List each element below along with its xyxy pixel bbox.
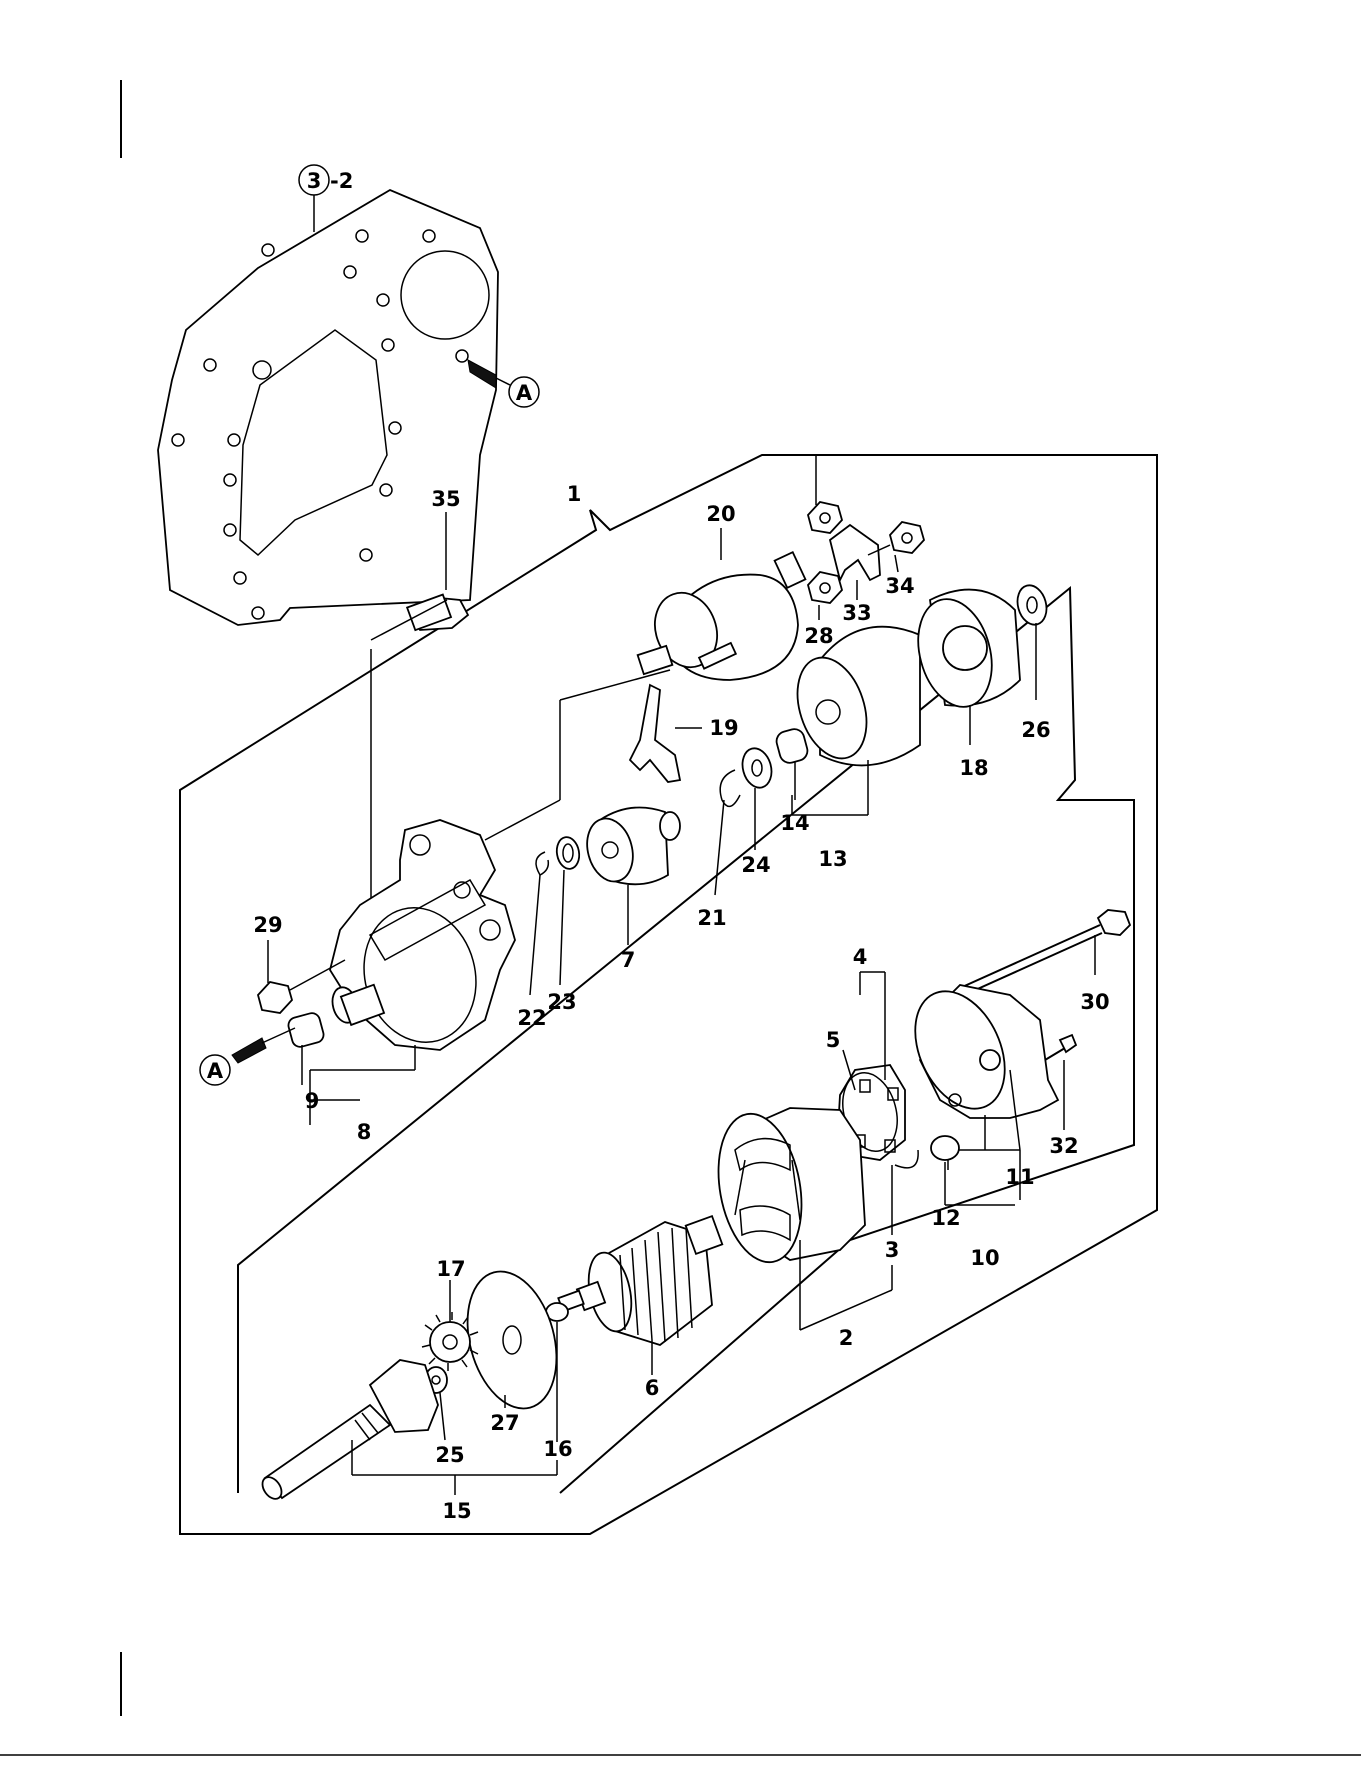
callout-19: 19 — [709, 716, 738, 740]
nut-34 — [890, 522, 924, 553]
bearing-18 — [907, 590, 1020, 716]
ring-22 — [536, 852, 548, 875]
solenoid-20 — [638, 552, 806, 680]
callout-5: 5 — [826, 1028, 841, 1052]
grommet-12 — [931, 1136, 959, 1160]
connector-label: A — [207, 1059, 224, 1083]
callout-6: 6 — [645, 1376, 660, 1400]
yoke-2 — [708, 1107, 865, 1269]
lever-19 — [630, 685, 680, 782]
connector-arrow-lower — [232, 1038, 266, 1063]
nut-29 — [258, 982, 292, 1013]
callout-3: 3 — [885, 1238, 900, 1262]
callout-30: 30 — [1080, 990, 1109, 1014]
callout-35: 35 — [431, 487, 460, 511]
callout-1: 1 — [567, 482, 582, 506]
shaft-15 — [259, 1360, 438, 1502]
connector-a-upper: A — [496, 377, 539, 407]
ref-circle-suffix: -2 — [330, 169, 353, 193]
callout-7: 7 — [621, 948, 636, 972]
callout-24: 24 — [741, 853, 770, 877]
plate-27 — [453, 1262, 570, 1419]
callout-9: 9 — [305, 1089, 320, 1113]
callout-32: 32 — [1049, 1134, 1078, 1158]
callout-23: 23 — [547, 990, 576, 1014]
callout-16: 16 — [543, 1437, 572, 1461]
callout-25: 25 — [435, 1443, 464, 1467]
nut-28 — [808, 572, 842, 603]
through-bolt-30 — [960, 910, 1130, 996]
callout-12: 12 — [931, 1206, 960, 1230]
callout-33: 33 — [842, 601, 871, 625]
callout-27: 27 — [490, 1411, 519, 1435]
washer-24 — [738, 745, 775, 791]
callout-15: 15 — [442, 1499, 471, 1523]
callout-10: 10 — [970, 1246, 999, 1270]
callout-26: 26 — [1021, 718, 1050, 742]
callout-21: 21 — [697, 906, 726, 930]
callout-18: 18 — [959, 756, 988, 780]
rear-cover-10 — [898, 977, 1058, 1123]
drive-housing-8 — [329, 820, 515, 1055]
callout-17: 17 — [436, 1257, 465, 1281]
armature-6 — [558, 1216, 722, 1345]
bush-14 — [774, 727, 809, 765]
callout-14: 14 — [780, 811, 809, 835]
callout-22: 22 — [517, 1006, 546, 1030]
callout-8: 8 — [357, 1120, 372, 1144]
washer-26 — [1013, 582, 1050, 628]
connector-a-lower: A — [200, 1055, 230, 1085]
callout-4: 4 — [853, 945, 868, 969]
nut-top — [808, 502, 842, 533]
screw-32 — [1045, 1035, 1076, 1060]
callout-29: 29 — [253, 913, 282, 937]
callout-20: 20 — [706, 502, 735, 526]
callout-11: 11 — [1005, 1165, 1034, 1189]
callout-13: 13 — [818, 847, 847, 871]
engine-plate — [158, 190, 498, 625]
connector-label: A — [516, 381, 533, 405]
callout-34: 34 — [885, 574, 914, 598]
callout-28: 28 — [804, 624, 833, 648]
callout-2: 2 — [839, 1326, 854, 1350]
pinion-7 — [580, 808, 680, 887]
ref-circle-number: 3 — [307, 169, 322, 193]
cap-9 — [287, 1011, 326, 1048]
spring-23 — [554, 835, 581, 870]
